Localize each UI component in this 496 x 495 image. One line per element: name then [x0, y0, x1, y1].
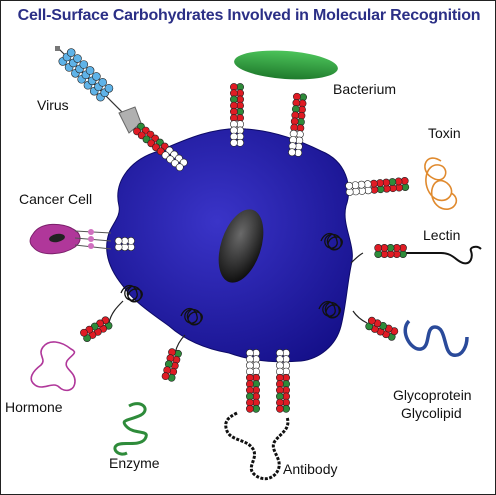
- virus-capsid-dot: [98, 78, 107, 87]
- label-virus: Virus: [37, 97, 69, 113]
- label-cancer-cell: Cancer Cell: [19, 191, 93, 207]
- sugar-bead: [80, 328, 88, 337]
- sugar-bead: [175, 163, 184, 172]
- lectin-shape: [406, 245, 482, 265]
- tangle-left: [120, 284, 143, 303]
- sugar-bead: [229, 138, 238, 147]
- virus-capsid-dot: [79, 60, 89, 69]
- toxin-shape: [424, 157, 457, 210]
- label-glycoprotein: Glycoprotein: [393, 387, 472, 403]
- chain-toxin: [345, 177, 410, 196]
- virus-capsid-dot: [104, 84, 114, 93]
- chain-bacterium-right: [288, 92, 307, 157]
- label-glycolipid: Glycolipid: [401, 405, 462, 421]
- tangle-bottom: [180, 307, 203, 326]
- glycoprotein-shape: [403, 319, 469, 357]
- virus-capsid-dot: [85, 66, 95, 75]
- sugar-bead: [245, 404, 254, 413]
- label-enzyme: Enzyme: [109, 455, 160, 471]
- enzyme-shape: [113, 402, 148, 456]
- cancer-cell-shape: [29, 223, 112, 255]
- sugar-bead: [367, 316, 376, 325]
- chain-antibody-right: [275, 349, 290, 413]
- tangle-right-lower: [318, 300, 341, 319]
- virus-capsid-dot: [92, 72, 101, 81]
- sugar-bead: [114, 236, 123, 245]
- virus-capsid-dot: [66, 48, 76, 57]
- label-bacterium: Bacterium: [333, 81, 397, 97]
- chain-lectin: [374, 243, 407, 258]
- sugar-bead: [374, 243, 383, 252]
- tangle-right-upper: [320, 232, 343, 251]
- label-antibody: Antibody: [283, 461, 338, 477]
- sugar-bead: [345, 181, 354, 190]
- antibody-shape: [224, 411, 290, 481]
- chain-hormone: [80, 316, 113, 342]
- virus-capsid-dot: [73, 54, 82, 63]
- sugar-bead: [161, 372, 170, 381]
- chain-enzyme: [161, 348, 182, 382]
- label-toxin: Toxin: [428, 125, 461, 141]
- carbohydrate-chains: [80, 83, 410, 413]
- chain-antibody-left: [245, 349, 260, 413]
- cell-nucleus: [218, 209, 264, 283]
- membrane-tethers: [108, 252, 368, 354]
- hormone-shape: [30, 341, 76, 392]
- virus-shape: [55, 46, 142, 134]
- sugar-bead: [288, 148, 296, 157]
- chain-bacterium-left: [229, 83, 244, 147]
- chain-virus: [133, 122, 188, 172]
- chain-glycoprotein: [365, 316, 399, 341]
- diagram-title: Cell-Surface Carbohydrates Involved in M…: [17, 7, 481, 24]
- label-lectin: Lectin: [423, 227, 461, 243]
- sugar-bead: [275, 404, 284, 413]
- chain-cancer-cell: [114, 236, 135, 251]
- bacterium-shape: [234, 50, 338, 80]
- label-hormone: Hormone: [5, 399, 63, 415]
- receptor-tangles: [120, 232, 343, 326]
